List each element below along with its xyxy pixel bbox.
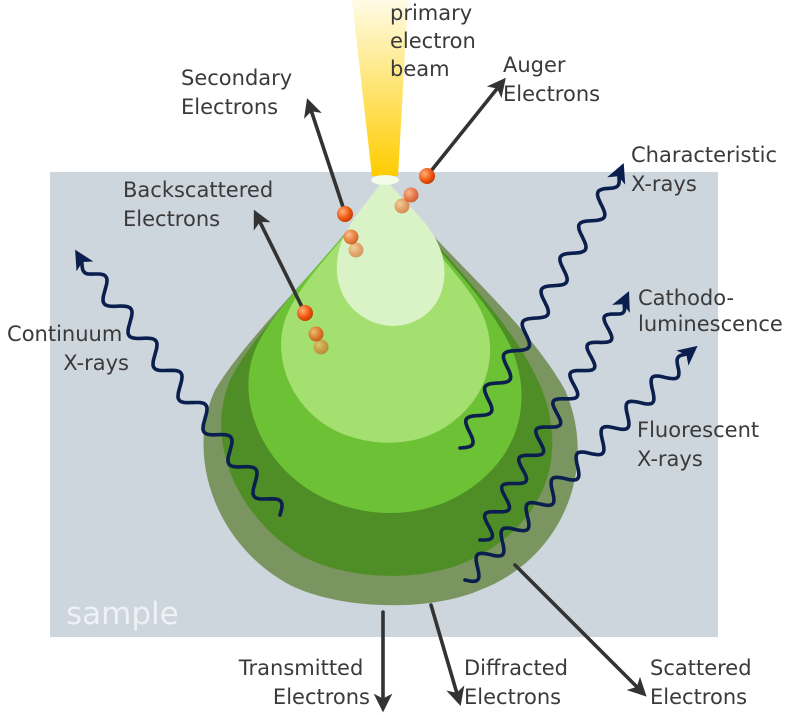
transmitted-label: Transmitted Electrons <box>238 656 370 709</box>
continuum-label: Continuum X-rays <box>7 322 129 375</box>
backscattered-label: Backscattered Electrons <box>123 178 280 231</box>
characteristic-xray-wave <box>458 163 626 450</box>
diffracted-arrow <box>429 603 465 706</box>
backscattered-electrons <box>297 305 329 355</box>
secondary-electrons <box>337 206 364 258</box>
beam-label: primary electron beam <box>390 1 482 81</box>
auger-label: Auger Electrons <box>503 53 600 106</box>
scattered-label: Scattered Electrons <box>650 656 758 709</box>
secondary-arrow <box>304 98 347 215</box>
scattered-arrow <box>513 563 647 697</box>
characteristic-label: Characteristic X-rays <box>631 143 784 196</box>
cathodoluminescence-wave <box>478 291 630 542</box>
primary-beam <box>352 0 408 176</box>
fluorescent-xray-wave <box>463 345 698 584</box>
sample-label: sample <box>66 596 179 632</box>
cathodo-label: Cathodo- luminescence <box>638 286 783 336</box>
auger-electrons <box>394 168 435 214</box>
continuum-xray-wave <box>75 249 284 517</box>
diffracted-label: Diffracted Electrons <box>464 656 575 709</box>
auger-arrow <box>425 77 506 178</box>
secondary-label: Secondary Electrons <box>181 66 299 119</box>
beam-entry-glow <box>371 175 399 185</box>
backscattered-arrow <box>253 209 307 315</box>
zone-inner <box>336 176 445 326</box>
fluorescent-label: Fluorescent X-rays <box>637 418 766 471</box>
